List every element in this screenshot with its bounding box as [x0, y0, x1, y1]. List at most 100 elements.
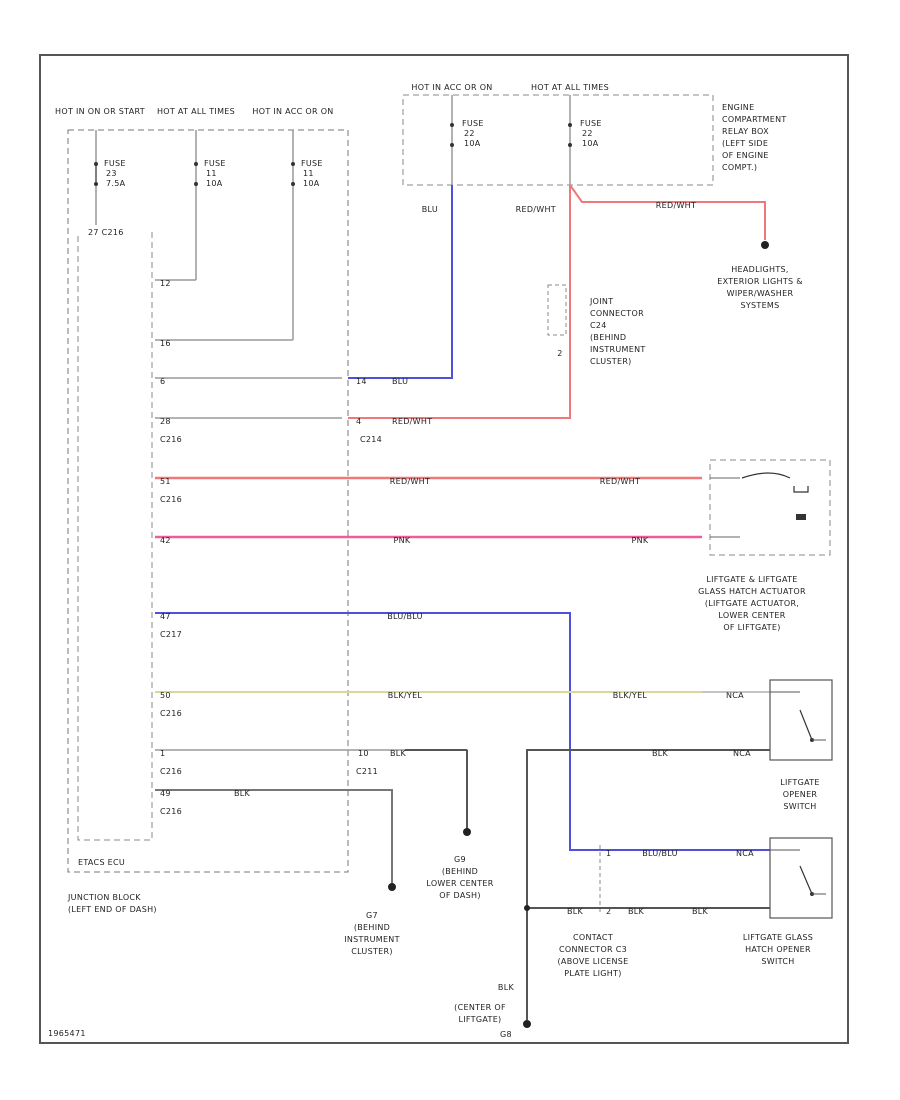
- component-label: OPENER: [783, 790, 818, 799]
- pin-label: 12: [160, 279, 171, 288]
- pin-label: 47: [160, 612, 171, 621]
- component-label: WIPER/WASHER: [727, 289, 794, 298]
- wire-label: BLK: [692, 907, 709, 916]
- wire-label: BLK: [567, 907, 584, 916]
- connector-label: 27 C216: [88, 228, 124, 237]
- svg-text:22: 22: [464, 129, 475, 138]
- ground-g7: [388, 883, 396, 891]
- fuse-11-column-a: FUSE 11 10A: [155, 130, 226, 281]
- fuse-11-column-b: FUSE 11 10A: [155, 130, 323, 341]
- wire-red-wht-headlight: [569, 184, 766, 240]
- component-label: LOWER CENTER: [426, 879, 493, 888]
- liftgate-opener-switch-outline: [769, 679, 833, 761]
- svg-text:FUSE: FUSE: [580, 119, 602, 128]
- component-label: (ABOVE LICENSE: [558, 957, 629, 966]
- wire-red-wht: [348, 185, 571, 419]
- component-label: JOINT: [589, 297, 613, 306]
- component-label: JUNCTION BLOCK: [67, 893, 141, 902]
- component-label: (BEHIND: [442, 867, 478, 876]
- svg-text:10A: 10A: [582, 139, 599, 148]
- pin-label: 49: [160, 789, 171, 798]
- pin-label: 50: [160, 691, 171, 700]
- svg-text:11: 11: [303, 169, 314, 178]
- pin-label: 6: [160, 377, 165, 386]
- component-label: (LIFTGATE ACTUATOR,: [705, 599, 799, 608]
- wire-label: BLK/YEL: [613, 691, 648, 700]
- component-label: OF ENGINE: [722, 151, 769, 160]
- svg-text:11: 11: [206, 169, 217, 178]
- component-label: CLUSTER): [351, 947, 393, 956]
- component-label: CONNECTOR C3: [559, 945, 627, 954]
- component-label: LIFTGATE GLASS: [743, 933, 813, 942]
- pin-label: 4: [356, 417, 361, 426]
- wire-label: BLU/BLU: [387, 612, 423, 621]
- wire-blu: [348, 185, 453, 379]
- wire-label: PNK: [632, 536, 649, 545]
- wire-label: BLK/YEL: [388, 691, 423, 700]
- svg-text:10A: 10A: [303, 179, 320, 188]
- svg-text:10A: 10A: [464, 139, 481, 148]
- source-label: HOT AT ALL TIMES: [531, 83, 609, 92]
- component-label: HEADLIGHTS,: [731, 265, 789, 274]
- wire-label: RED/WHT: [600, 477, 640, 486]
- wire-label: BLK: [498, 983, 515, 992]
- component-label: LOWER CENTER: [718, 611, 785, 620]
- wire-blu-blu: [155, 612, 770, 851]
- source-label: HOT IN ON OR START: [55, 107, 145, 116]
- svg-text:FUSE: FUSE: [104, 159, 126, 168]
- fuse-22-column-b: FUSE 22 10A: [568, 95, 602, 185]
- connector-label: C216: [160, 767, 182, 776]
- component-label: OF DASH): [439, 891, 481, 900]
- component-label: GLASS HATCH ACTUATOR: [698, 587, 806, 596]
- connector-label: C216: [160, 807, 182, 816]
- ground-terminal: [761, 241, 769, 249]
- component-label: OF LIFTGATE): [723, 623, 780, 632]
- junction-block-outline: [67, 129, 349, 873]
- pin-label: 42: [160, 536, 171, 545]
- component-label: SWITCH: [761, 957, 794, 966]
- pin-label: 2: [557, 349, 562, 358]
- fuse-23-column: FUSE 23 7.5A: [94, 130, 126, 225]
- wire-label: BLK: [652, 749, 669, 758]
- svg-text:FUSE: FUSE: [301, 159, 323, 168]
- svg-text:FUSE: FUSE: [204, 159, 226, 168]
- liftgate-glass-hatch-switch-outline: [769, 837, 833, 919]
- etacs-ecu-outline: [77, 232, 153, 841]
- component-label: COMPT.): [722, 163, 757, 172]
- pin-label: 51: [160, 477, 171, 486]
- component-label: SYSTEMS: [740, 301, 779, 310]
- pin-label: 1: [606, 849, 611, 858]
- pin-label: 14: [356, 377, 367, 386]
- svg-text:10A: 10A: [206, 179, 223, 188]
- wire-blk-g7: [155, 789, 393, 885]
- wire-label: BLU: [392, 377, 408, 386]
- wire-label: BLK: [390, 749, 407, 758]
- pin-label: 16: [160, 339, 171, 348]
- component-label: INSTRUMENT: [590, 345, 646, 354]
- svg-text:22: 22: [582, 129, 593, 138]
- source-label: HOT IN ACC OR ON: [252, 107, 333, 116]
- connector-label: C214: [360, 435, 382, 444]
- wire-blk-opener: [526, 749, 770, 1020]
- wire-label: BLU/BLU: [642, 849, 678, 858]
- svg-text:23: 23: [106, 169, 117, 178]
- component-label: (BEHIND: [354, 923, 390, 932]
- component-label: COMPARTMENT: [722, 115, 787, 124]
- wire-label: RED/WHT: [390, 477, 430, 486]
- component-label: HATCH OPENER: [745, 945, 811, 954]
- component-label: CLUSTER): [590, 357, 632, 366]
- wire-label: BLK: [234, 789, 251, 798]
- source-label: HOT AT ALL TIMES: [157, 107, 235, 116]
- component-label: PLATE LIGHT): [564, 969, 621, 978]
- switch-icon: [770, 849, 826, 896]
- component-label: (LEFT END OF DASH): [68, 905, 157, 914]
- wire-label: PNK: [394, 536, 411, 545]
- wire-label: RED/WHT: [392, 417, 432, 426]
- diagram-frame: [39, 54, 849, 1044]
- component-label: C24: [590, 321, 607, 330]
- component-label: CONNECTOR: [590, 309, 644, 318]
- switch-icon: [770, 691, 826, 742]
- wire-label: BLU: [422, 205, 438, 214]
- component-label: (LEFT SIDE: [722, 139, 768, 148]
